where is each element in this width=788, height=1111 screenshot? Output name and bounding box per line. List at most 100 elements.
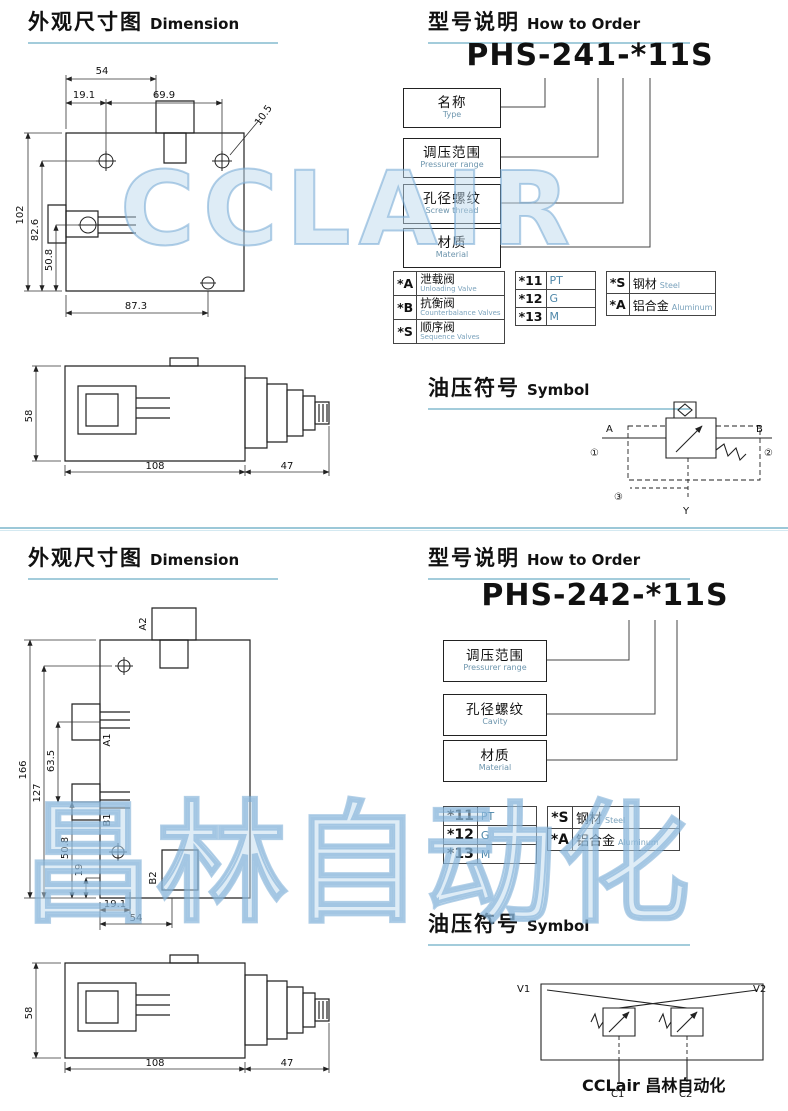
- material-en: Aluminum: [671, 303, 713, 312]
- front-view-drawing-241: 58 108 47: [24, 348, 330, 483]
- order-connector-lines: [545, 620, 678, 761]
- port-c1-label: C1: [611, 1089, 624, 1100]
- order-connector-lines: [499, 78, 651, 248]
- code-cell: *13: [443, 844, 478, 864]
- order-box-type-en: Type: [442, 110, 462, 120]
- thread-table: *11 PT *12 G *13 M: [514, 271, 596, 326]
- symbol-lines: [602, 402, 772, 500]
- port-y-label: Y: [682, 506, 690, 517]
- dim-47: 47: [281, 1058, 294, 1069]
- code-cell: *S: [392, 318, 418, 344]
- symbol-title-en: Symbol: [527, 917, 590, 935]
- dim-19-1: 19.1: [73, 90, 95, 101]
- section1-order-header: 型号说明 How to Order: [428, 6, 690, 44]
- dimension-lines: [32, 962, 330, 1073]
- material-zh: 钢材: [575, 812, 602, 827]
- symbol-title-en: Symbol: [527, 381, 590, 399]
- section-divider: [0, 527, 788, 529]
- dim-50-8: 50.8: [60, 837, 71, 859]
- model-number-241: PHS-241-*11S: [466, 38, 714, 73]
- order-title-zh: 型号说明: [428, 546, 520, 570]
- dimension-lines: [24, 639, 173, 930]
- connector-lines: [545, 620, 678, 761]
- port-a1-label: A1: [102, 733, 113, 746]
- order-diagram-242: PHS-242-*11S 调压范围 Pressurer range 孔径螺纹 C…: [425, 578, 785, 793]
- thread-value: G: [545, 289, 596, 308]
- order-box-pressure-range: 调压范围 Pressurer range: [403, 138, 501, 178]
- symbol-title-zh: 油压符号: [428, 912, 520, 936]
- dimension-title-en: Dimension: [150, 15, 240, 33]
- order-box-thread-zh: 孔径螺纹: [423, 190, 481, 207]
- dim-82-6: 82.6: [30, 219, 41, 241]
- order-box-pressure-zh: 调压范围: [423, 144, 481, 161]
- mounting-holes: [109, 657, 133, 861]
- thread-value: G: [476, 825, 537, 845]
- port-labels: A2 A1 B1 B2: [102, 617, 159, 884]
- code-cell: *12: [443, 825, 478, 845]
- port-v1-label: V1: [517, 984, 530, 995]
- dimension-title-zh: 外观尺寸图: [28, 10, 143, 34]
- dimension-lines: [32, 365, 330, 476]
- table-row: *12 G: [443, 825, 537, 845]
- code-cell: *12: [514, 289, 547, 308]
- table-row: *12 G: [514, 289, 596, 308]
- top-view-drawing-242: A2 A1 B1 B2 166 127 63.5 50.8 19 19.1 54: [18, 598, 362, 933]
- code-cell: *A: [392, 271, 418, 296]
- code-cell: *S: [546, 806, 573, 829]
- code-cell: *S: [605, 271, 630, 294]
- dim-69-9: 69.9: [153, 90, 175, 101]
- port-2-circled: ②: [764, 448, 773, 459]
- model-number-242: PHS-242-*11S: [481, 578, 729, 613]
- order-box-material-zh: 材质: [437, 234, 467, 251]
- valve-body-outline: [72, 608, 250, 898]
- hydraulic-symbol-242: V1 V2 C1 C2: [517, 950, 766, 1100]
- material-en: Aluminum: [617, 838, 659, 847]
- order-title-zh: 型号说明: [428, 10, 520, 34]
- valve-body-outline: [65, 358, 245, 461]
- function-en: Counterbalance Valves: [420, 309, 501, 318]
- port-a-label: A: [606, 424, 613, 435]
- label-cell: 顺序阀 Sequence Valves: [416, 318, 505, 344]
- order-box-pressure-en: Pressurer range: [420, 160, 484, 170]
- material-zh: 钢材: [632, 277, 657, 291]
- front-view-drawing-242: 58 108 47: [24, 945, 330, 1080]
- function-zh: 顺序阀: [420, 319, 455, 334]
- code-cell: *13: [514, 307, 547, 326]
- table-row: *11 PT: [443, 806, 537, 826]
- dim-54: 54: [130, 913, 143, 924]
- thread-value: M: [476, 844, 537, 864]
- code-cell: *B: [392, 294, 418, 320]
- dim-10-5: 10.5: [253, 103, 275, 128]
- code-cell: *A: [546, 828, 573, 851]
- section2-symbol-header: 油压符号 Symbol: [428, 908, 690, 946]
- table-row: *13 M: [443, 844, 537, 864]
- connector-lines: [499, 78, 651, 248]
- dim-50-8: 50.8: [44, 249, 55, 271]
- function-en: Sequence Valves: [420, 333, 480, 342]
- hydraulic-symbol-241: A B ① ② ③ Y: [590, 400, 773, 517]
- dim-102: 102: [15, 205, 26, 224]
- port-b1-label: B1: [102, 813, 113, 826]
- order-box-thread-en: Screw thread: [425, 206, 479, 216]
- dim-166: 166: [18, 760, 29, 779]
- order-title-en: How to Order: [527, 15, 641, 33]
- function-en: Unloading Valve: [420, 285, 477, 294]
- symbol-lines: [541, 984, 763, 1082]
- order-box-pressure-range: 调压范围 Pressurer range: [443, 640, 547, 682]
- order-box-type: 名称 Type: [403, 88, 501, 128]
- dim-63-5: 63.5: [46, 750, 57, 772]
- valve-body-outline: [65, 955, 245, 1058]
- dim-47: 47: [281, 461, 294, 472]
- port-c2-label: C2: [679, 1089, 692, 1100]
- dim-87-3: 87.3: [125, 301, 147, 312]
- label-cell: 抗衡阀 Counterbalance Valves: [416, 294, 505, 320]
- port-a2-label: A2: [138, 617, 149, 630]
- order-diagram-241: PHS-241-*11S 名称 Type 调压范围 Pressurer rang…: [395, 38, 785, 278]
- order-box-cavity-zh: 孔径螺纹: [466, 701, 524, 718]
